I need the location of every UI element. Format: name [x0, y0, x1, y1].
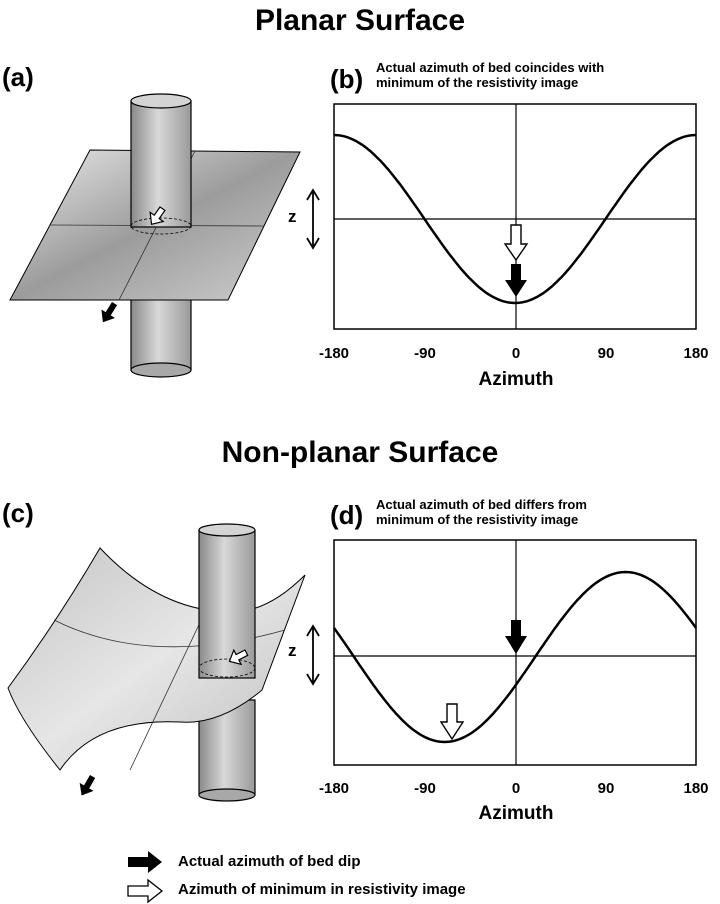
legend-black-arrow-icon: [128, 851, 162, 873]
white-arrow-icon: [228, 648, 249, 666]
black-arrow-icon: [505, 620, 527, 654]
bottom-tick-label: 90: [597, 780, 615, 797]
bottom-tick-label: 0: [511, 780, 521, 797]
white-arrow-icon: [149, 206, 166, 226]
chart-b: [306, 103, 697, 330]
panel-d-label: (d): [330, 500, 364, 530]
borehole-lower-end: [130, 362, 192, 378]
top-tick-label: -180: [318, 345, 350, 362]
panel-b-caption-line2: minimum of the resistivity image: [376, 75, 579, 90]
borehole-upper: [130, 100, 192, 228]
top-tick-label: 180: [683, 345, 709, 362]
down-arrowhead-icon: [306, 673, 320, 686]
up-arrowhead-icon: [306, 188, 320, 201]
panel-b-caption: Actual azimuth of bed coincides with min…: [376, 60, 604, 90]
bottom-tick-label: -180: [318, 780, 350, 797]
legend-white-arrow-icon: [127, 878, 164, 904]
chart-d: [306, 539, 698, 766]
panel-c-illustration: [7, 523, 306, 802]
top-z-label: z: [288, 207, 297, 226]
panel-d-caption-line2: minimum of the resistivity image: [376, 512, 579, 527]
up-arrowhead-icon: [306, 624, 320, 637]
top-tick-label: 90: [597, 345, 615, 362]
planar-surface-title: Planar Surface: [254, 4, 466, 37]
borehole-intersection: [130, 217, 192, 235]
panel-b-caption-line1: Actual azimuth of bed coincides with: [376, 60, 605, 75]
chart-d-curve: [332, 570, 698, 744]
top-tick-label: -90: [414, 345, 436, 362]
white-arrow-icon: [503, 224, 529, 262]
borehole-intersection: [198, 658, 256, 678]
bottom-tick-label: -90: [414, 780, 436, 797]
panel-a-label: (a): [2, 62, 34, 92]
legend-actual-text: Actual azimuth of bed dip: [178, 853, 361, 870]
panel-c-label: (c): [2, 498, 34, 528]
panel-d-caption-line1: Actual azimuth of bed differs from: [376, 497, 587, 512]
black-arrow-icon: [505, 264, 527, 297]
chart-b-curve: [333, 133, 697, 305]
black-arrow-icon: [101, 302, 118, 323]
borehole-top: [198, 523, 256, 537]
bottom-tick-label: 180: [683, 780, 709, 797]
borehole-lower-end: [198, 788, 256, 802]
white-arrow-icon: [439, 703, 465, 741]
curved-surface: [7, 547, 306, 771]
legend-minimum-text: Azimuth of minimum in resistivity image: [178, 881, 466, 898]
chart-b-frame: [333, 103, 697, 330]
top-tick-label: 0: [511, 345, 521, 362]
panel-d-caption: Actual azimuth of bed differs from minim…: [376, 497, 587, 527]
panel-a-illustration: [9, 93, 301, 378]
chart-d-frame: [333, 539, 697, 766]
panel-b-label: (b): [330, 64, 364, 94]
bottom-z-label: z: [288, 641, 297, 660]
surface-gridline: [129, 611, 206, 771]
bottom-x-axis-label: Azimuth: [478, 803, 554, 824]
black-arrow-icon: [79, 775, 96, 796]
top-x-axis-label: Azimuth: [478, 369, 554, 390]
down-arrowhead-icon: [306, 237, 320, 250]
nonplanar-surface-title: Non-planar Surface: [221, 436, 499, 469]
borehole-top: [130, 93, 192, 109]
